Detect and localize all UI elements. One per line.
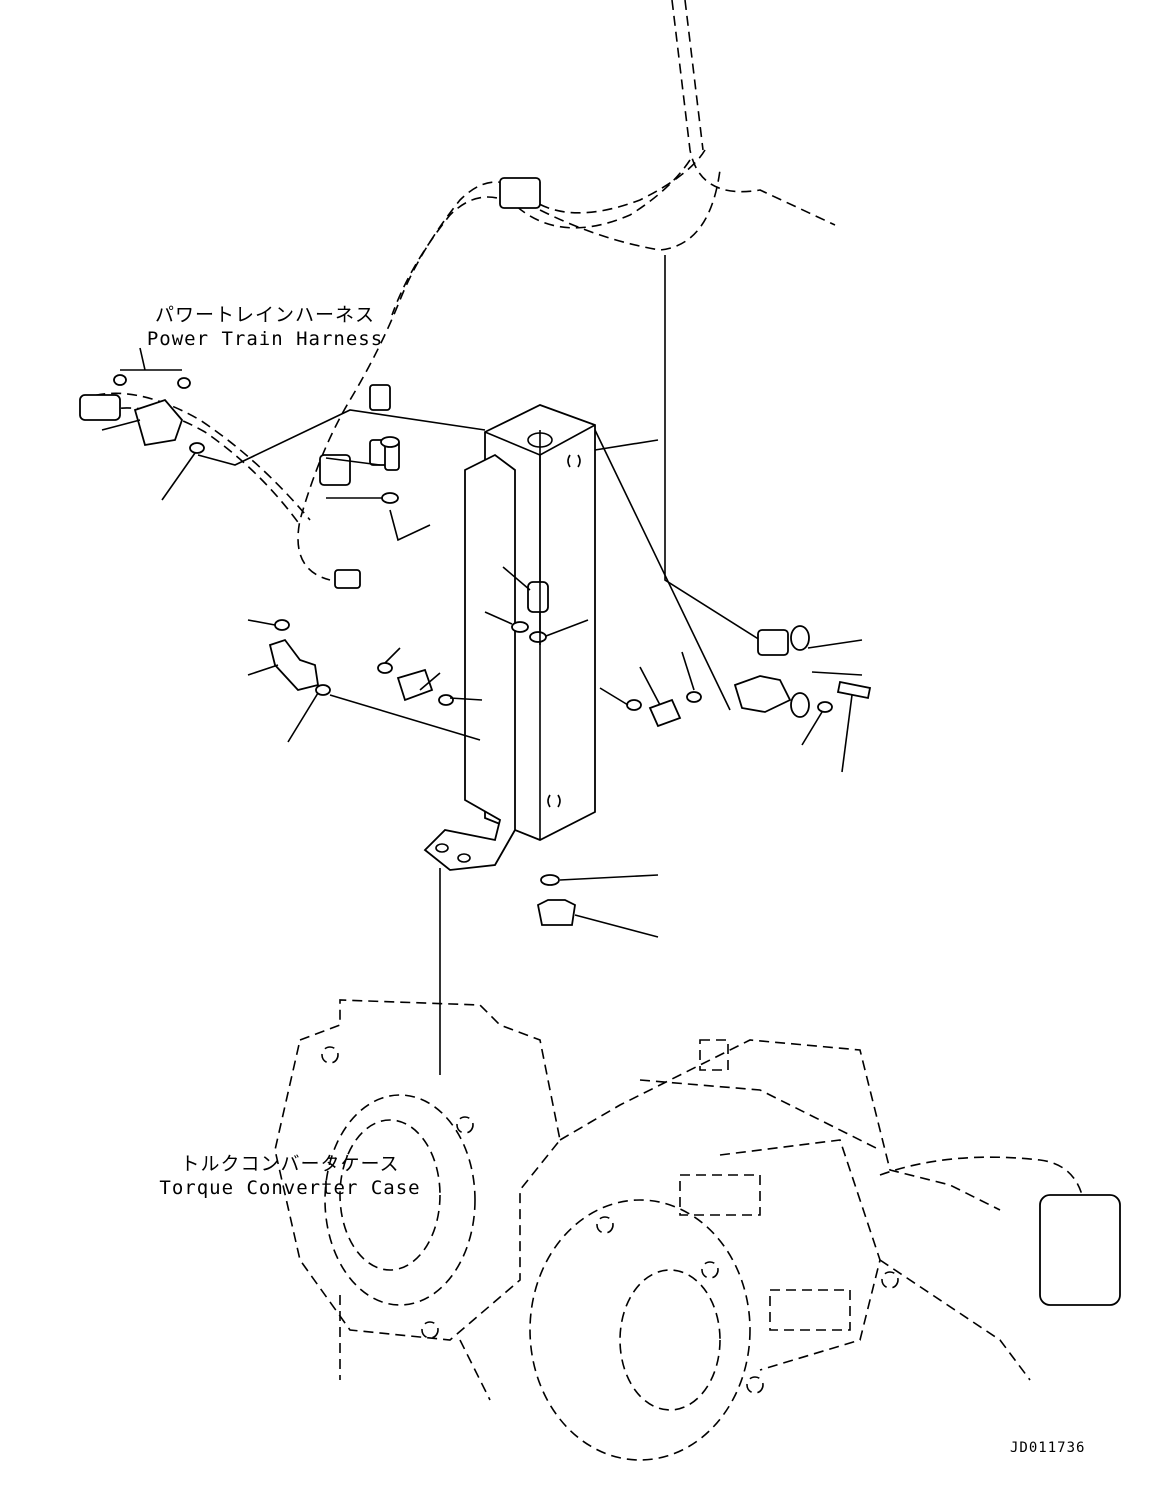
torque-converter-case-label-en: Torque Converter Case xyxy=(159,1177,421,1199)
torque-converter-case-label-jp: トルクコンバータケース xyxy=(180,1153,400,1175)
power-train-harness xyxy=(79,0,836,589)
bolts-and-plug xyxy=(325,436,659,1075)
document-id: JD011736 xyxy=(1010,1440,1086,1456)
torque-converter-case-label: トルクコンバータケース Torque Converter Case xyxy=(150,1152,430,1200)
power-train-harness-label-en: Power Train Harness xyxy=(146,328,384,350)
torque-converter-case xyxy=(274,999,1121,1461)
left-fittings xyxy=(101,347,486,743)
mounting-bracket xyxy=(423,453,516,871)
power-train-harness-label: パワートレインハーネス Power Train Harness xyxy=(140,303,390,351)
right-fittings xyxy=(594,429,872,773)
power-train-harness-label-jp: パワートレインハーネス xyxy=(154,304,375,326)
top-fitting xyxy=(484,430,589,645)
harness-leader-line xyxy=(664,255,761,641)
